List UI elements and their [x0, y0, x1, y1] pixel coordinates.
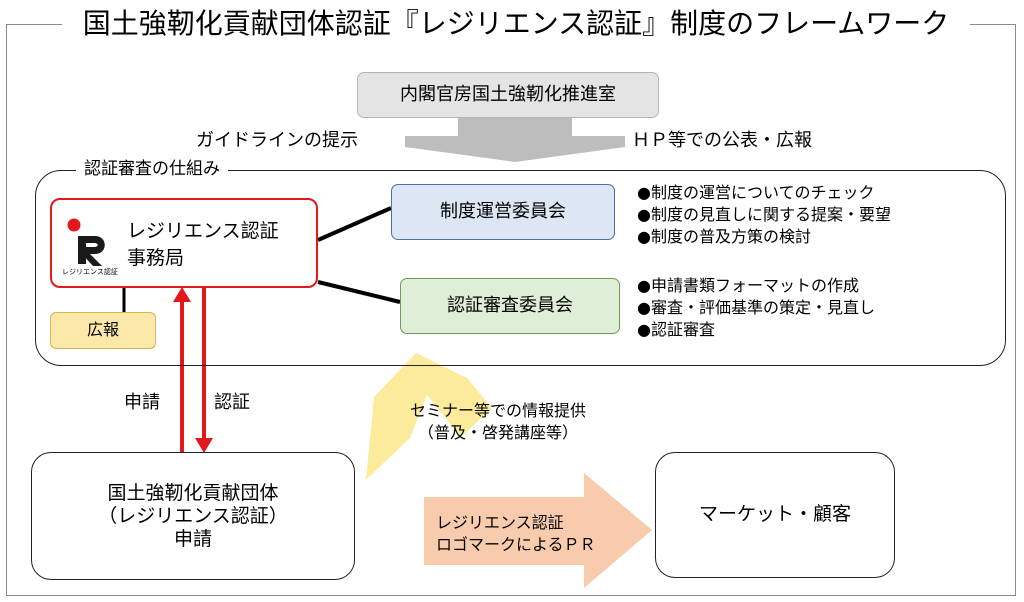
- ops-committee-tasks: ●制度の運営についてのチェック ●制度の見直しに関する提案・要望 ●制度の普及方…: [637, 182, 891, 248]
- applicant-box: [31, 452, 355, 580]
- review-task-1: ●申請書類フォーマットの作成: [637, 276, 859, 295]
- applicant-line2: （レジリエンス認証）: [98, 505, 288, 527]
- logo-pr-label: レジリエンス認証 ロゴマークによるＰＲ: [436, 512, 596, 556]
- market-box: マーケット・顧客: [655, 452, 895, 578]
- pr-box: 広報: [50, 312, 156, 349]
- seminar-label: セミナー等での情報提供 （普及・啓発講座等）: [410, 400, 586, 444]
- page-title: 国土強靭化貢献団体認証『レジリエンス認証』制度のフレームワーク: [62, 4, 970, 44]
- review-task-2: ●審査・評価基準の策定・見直し: [637, 298, 875, 317]
- secretariat-line2: 事務局: [127, 247, 185, 269]
- review-committee-box: 認証審査委員会: [400, 278, 620, 334]
- review-task-3: ●認証審査: [637, 320, 715, 339]
- seminar-line2: （普及・啓発講座等）: [418, 423, 579, 442]
- guideline-label: ガイドラインの提示: [196, 130, 358, 151]
- cabinet-office-box: 内閣官房国土強靭化推進室: [357, 72, 659, 118]
- distribution-arrow: [405, 118, 625, 162]
- cert-review-frame: [35, 170, 1006, 366]
- ops-task-1: ●制度の運営についてのチェック: [637, 183, 875, 202]
- cert-review-frame-label: 認証審査の仕組み: [76, 158, 228, 180]
- logo-caption: レジリエンス認証: [62, 268, 118, 276]
- seminar-line1: セミナー等での情報提供: [410, 401, 587, 420]
- ops-task-3: ●制度の普及方策の検討: [637, 227, 811, 246]
- applicant-line1: 国土強靭化貢献団体: [107, 482, 279, 504]
- logo-pr-arrow: [424, 473, 652, 588]
- apply-label: 申請: [124, 392, 160, 413]
- ops-committee-box: 制度運営委員会: [391, 184, 615, 240]
- certify-label: 認証: [214, 392, 250, 413]
- resilience-logo-icon: [67, 218, 105, 266]
- ops-task-2: ●制度の見直しに関する提案・要望: [637, 205, 891, 224]
- logo-pr-line1: レジリエンス認証: [436, 513, 564, 532]
- connector-to-ops-committee: [317, 206, 392, 242]
- apply-arrow-head: [173, 287, 191, 302]
- connector-to-review-committee: [317, 280, 401, 304]
- logo-pr-line2: ロゴマークによるＰＲ: [436, 535, 596, 554]
- review-committee-tasks: ●申請書類フォーマットの作成 ●審査・評価基準の策定・見直し ●認証審査: [637, 275, 875, 341]
- applicant-label: 国土強靭化貢献団体 （レジリエンス認証） 申請: [31, 482, 355, 551]
- secretariat-line1: レジリエンス認証: [127, 220, 279, 242]
- applicant-line3: 申請: [173, 528, 212, 550]
- secretariat-label: レジリエンス認証 事務局: [127, 218, 279, 272]
- publicity-label: ＨＰ等での公表・広報: [632, 130, 812, 151]
- certify-arrow-head: [195, 438, 213, 453]
- seminar-arrow: [366, 353, 492, 480]
